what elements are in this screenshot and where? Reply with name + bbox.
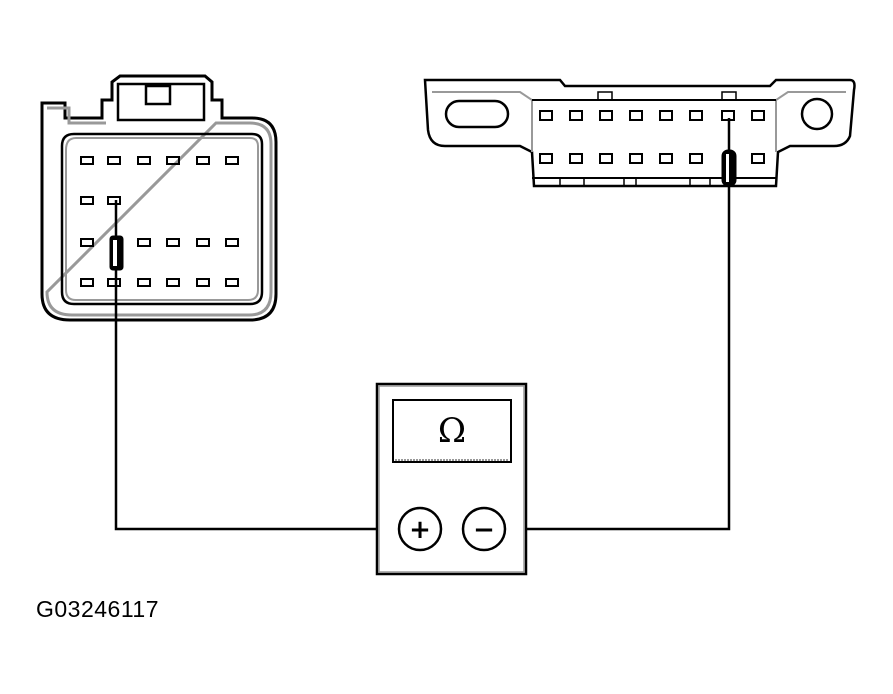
module-connector	[40, 74, 278, 322]
negative-terminal[interactable]: −	[461, 506, 507, 552]
data-link-connector	[423, 78, 856, 188]
data-link-connector-pins	[539, 110, 765, 164]
positive-terminal[interactable]: +	[397, 506, 443, 552]
ohmmeter-display	[392, 399, 512, 463]
data-link-connector-housing	[423, 78, 856, 188]
data-link-mount-hole	[800, 97, 834, 131]
module-connector-shadow	[45, 106, 273, 317]
ohmmeter: Ω + −	[375, 382, 528, 576]
negative-terminal-label: −	[473, 515, 495, 545]
negative-test-lead	[506, 186, 731, 531]
data-link-mount-slot	[444, 99, 510, 129]
module-connector-pins	[80, 156, 239, 287]
ohm-symbol: Ω	[438, 411, 466, 451]
module-connector-cavity	[60, 132, 264, 306]
positive-test-lead	[114, 270, 398, 531]
module-connector-probe	[109, 200, 124, 271]
positive-terminal-label: +	[409, 515, 431, 545]
figure-id-label: G03246117	[36, 596, 160, 622]
test-leads	[114, 186, 731, 531]
